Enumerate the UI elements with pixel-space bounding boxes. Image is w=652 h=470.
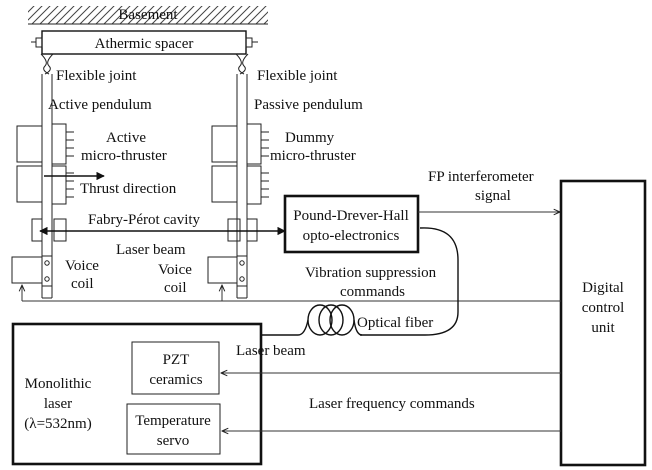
- vibration-label-1: Vibration suppression: [305, 265, 437, 281]
- dummy-thruster-label-2: micro-thruster: [270, 148, 356, 164]
- digital-control-unit: [559, 179, 647, 467]
- pzt-ceramics-box: [131, 341, 220, 395]
- laser-beam-upper-label: Laser beam: [116, 242, 186, 258]
- dummy-micro-thruster: [211, 123, 269, 205]
- laser-label-1: Monolithic: [25, 376, 92, 392]
- laser-frequency-command-arrows: [221, 373, 561, 431]
- active-thruster-label-2: micro-thruster: [81, 148, 167, 164]
- fabry-perot-cavity-label: Fabry-Pérot cavity: [88, 212, 201, 228]
- pzt-label-2: ceramics: [149, 372, 202, 388]
- basement: Basement: [28, 6, 268, 25]
- dummy-thruster-label-1: Dummy: [285, 130, 335, 146]
- voice-coil-right-label-1: Voice: [158, 262, 192, 278]
- fp-signal-label-2: signal: [475, 188, 511, 204]
- basement-label: Basement: [118, 7, 178, 23]
- flexible-joint-left-label: Flexible joint: [56, 68, 137, 84]
- passive-pendulum-label: Passive pendulum: [254, 97, 363, 113]
- flexible-joint-right-label: Flexible joint: [257, 68, 338, 84]
- active-pendulum-label: Active pendulum: [48, 97, 152, 113]
- voice-coil-right: [207, 255, 248, 287]
- voice-coil-left-label-1: Voice: [65, 258, 99, 274]
- pzt-label-1: PZT: [163, 352, 190, 368]
- flexible-joint-right: [235, 53, 249, 75]
- optical-fiber-label: Optical fiber: [357, 315, 433, 331]
- dcu-label-3: unit: [591, 320, 615, 336]
- athermic-spacer-label: Athermic spacer: [95, 36, 194, 52]
- pdh-box: [283, 194, 420, 254]
- voice-coil-left: [11, 255, 53, 287]
- temperature-servo-box: [126, 403, 221, 455]
- thrust-direction-label: Thrust direction: [80, 181, 177, 197]
- voice-coil-left-label-2: coil: [71, 276, 94, 292]
- vibration-command-lines: [22, 285, 561, 302]
- voice-coil-right-label-2: coil: [164, 280, 187, 296]
- dcu-label-1: Digital: [582, 280, 624, 296]
- dcu-label-2: control: [582, 300, 625, 316]
- optical-fiber: [260, 227, 459, 336]
- laser-frequency-commands-label: Laser frequency commands: [309, 396, 475, 412]
- vibration-label-2: commands: [340, 284, 405, 300]
- laser-label-3: (λ=532nm): [24, 416, 91, 432]
- laser-beam-lower-label: Laser beam: [236, 343, 306, 359]
- athermic-spacer: Athermic spacer: [31, 30, 258, 55]
- temp-label-2: servo: [157, 433, 190, 449]
- fp-signal-label-1: FP interferometer: [428, 169, 534, 185]
- laser-label-2: laser: [44, 396, 72, 412]
- temp-label-1: Temperature: [135, 413, 211, 429]
- monolithic-laser: [11, 322, 263, 466]
- pdh-label-1: Pound-Drever-Hall: [293, 208, 409, 224]
- active-micro-thruster: [16, 123, 74, 205]
- active-thruster-label-1: Active: [106, 130, 146, 146]
- pdh-label-2: opto-electronics: [303, 228, 400, 244]
- passive-pendulum: [235, 53, 249, 299]
- flexible-joint-left: [40, 53, 54, 75]
